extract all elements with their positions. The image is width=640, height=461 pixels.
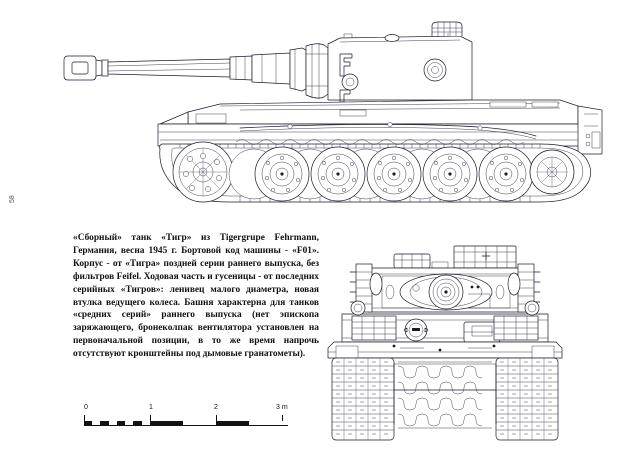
scale-bar-segments [84, 421, 288, 426]
tiger-side-view-drawing [40, 14, 620, 219]
center-track-pattern [393, 361, 497, 429]
scale-bar-ticks [84, 415, 288, 421]
turret [327, 21, 473, 101]
figure-caption: «Сборный» танк «Тигр» из Tigergrupe Fehr… [73, 232, 319, 361]
spare-track-links-turret [349, 263, 541, 313]
page-number: 58 [9, 195, 16, 203]
scale-tick-label-3: 3 m [276, 404, 288, 411]
idler-wheel [529, 149, 575, 195]
scale-tick-label-2: 2 [214, 404, 218, 411]
scale-bar-labels: 0 1 2 3 m [84, 404, 288, 415]
scale-tick-label-1: 1 [149, 404, 153, 411]
drive-sprocket [172, 141, 234, 203]
scale-tick-label-0: 0 [84, 404, 88, 411]
gun-mantlet [305, 43, 329, 99]
hull [157, 99, 603, 155]
turret-top-fittings [393, 245, 517, 269]
track-left-front [331, 357, 395, 441]
turret-marking-f01 [339, 53, 359, 103]
gun-mantlet-front [399, 273, 493, 311]
tiger-front-view-drawing [312, 242, 612, 447]
tiger-side-view-svg [63, 21, 603, 203]
turret-vision-ports [369, 272, 521, 300]
gun-barrel [63, 47, 307, 92]
spare-track-links-hull [351, 315, 539, 341]
scale-bar: 0 1 2 3 m [84, 404, 288, 434]
tiger-front-view-svg [327, 245, 563, 441]
road-wheels [228, 146, 534, 202]
lower-hull [327, 341, 563, 391]
figure-caption-text: «Сборный» танк «Тигр» из Tigergrupe Fehr… [73, 233, 319, 360]
track-right-front [495, 357, 559, 441]
